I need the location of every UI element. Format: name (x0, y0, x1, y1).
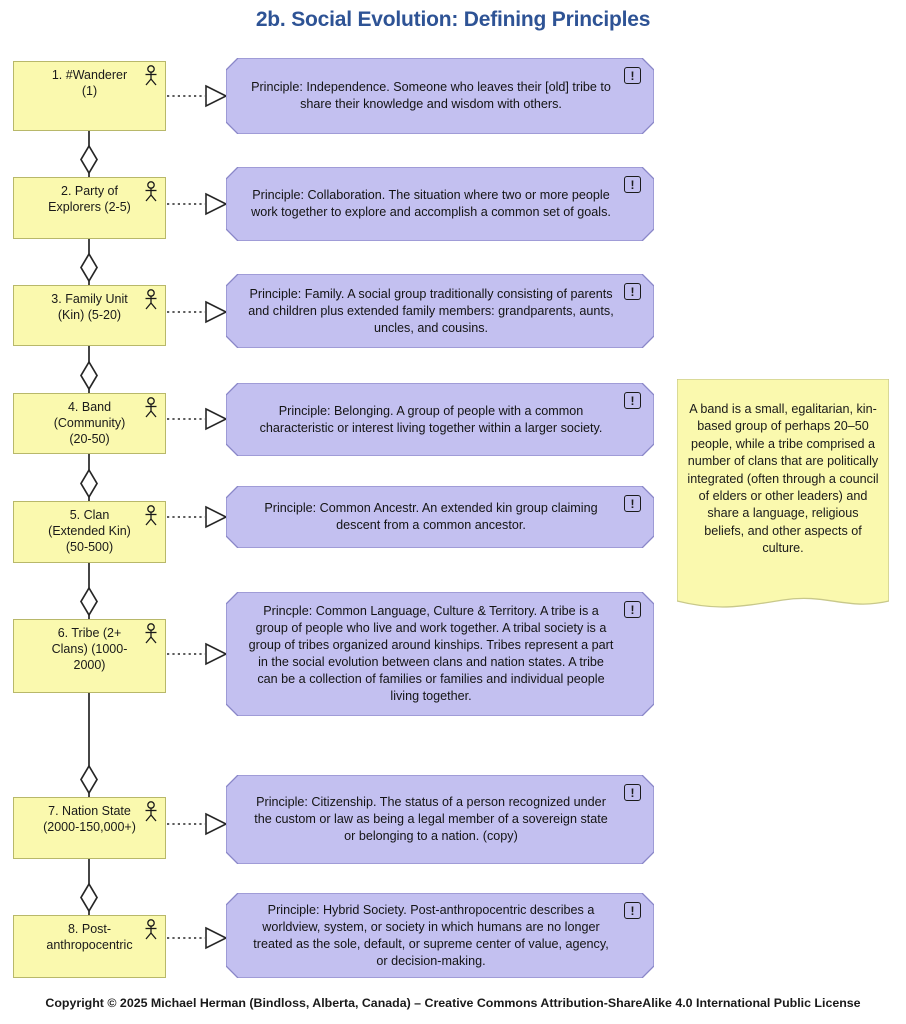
exclamation-note-icon[interactable]: ! (624, 283, 641, 300)
stick-figure-actor-icon (145, 623, 157, 644)
principle-shape-1 (226, 58, 654, 134)
actor-box-7[interactable]: 7. Nation State (2000-150,000+) (13, 797, 166, 859)
actor-box-8[interactable]: 8. Post- anthropocentric (13, 915, 166, 978)
principle-shape-5 (226, 486, 654, 548)
copyright-footer: Copyright © 2025 Michael Herman (Bindlos… (45, 996, 861, 1010)
stick-figure-actor-icon (145, 919, 157, 940)
exclamation-note-icon[interactable]: ! (624, 67, 641, 84)
actor-box-4-label: 4. Band (Community) (20-50) (53, 400, 126, 446)
exclamation-note-icon[interactable]: ! (624, 902, 641, 919)
exclamation-note-icon[interactable]: ! (624, 784, 641, 801)
principle-shape-7 (226, 775, 654, 864)
actor-box-3[interactable]: 3. Family Unit (Kin) (5-20) (13, 285, 166, 346)
stick-figure-actor-icon (145, 397, 157, 418)
principle-shape-4 (226, 383, 654, 456)
principle-box-1-text: Principle: Independence. Someone who lea… (251, 80, 611, 111)
side-note-text: A band is a small, egalitarian, kin-base… (687, 402, 879, 556)
actor-box-3-label: 3. Family Unit (Kin) (5-20) (51, 292, 128, 322)
actor-box-1-label: 1. #Wanderer (1) (51, 68, 128, 98)
principle-box-8-text: Principle: Hybrid Society. Post-anthropo… (253, 902, 609, 968)
principle-box-8[interactable]: Principle: Hybrid Society. Post-anthropo… (226, 893, 654, 978)
actor-box-6-label: 6. Tribe (2+ Clans) (1000- 2000) (51, 626, 128, 672)
exclamation-note-icon[interactable]: ! (624, 392, 641, 409)
principle-box-5[interactable]: Principle: Common Ancestr. An extended k… (226, 486, 654, 548)
stick-figure-actor-icon (145, 289, 157, 310)
actor-box-5-label: 5. Clan (Extended Kin) (50-500) (48, 508, 131, 554)
principle-shape-6 (226, 592, 654, 716)
principle-box-6[interactable]: Princple: Common Language, Culture & Ter… (226, 592, 654, 716)
principle-box-2-text: Principle: Collaboration. The situation … (251, 188, 611, 219)
stick-figure-actor-icon (145, 801, 157, 822)
actor-box-4[interactable]: 4. Band (Community) (20-50) (13, 393, 166, 454)
principle-box-3[interactable]: Principle: Family. A social group tradit… (226, 274, 654, 348)
side-note-shape (677, 379, 889, 608)
page-title: 2b. Social Evolution: Defining Principle… (255, 8, 651, 31)
principle-box-4-text: Principle: Belonging. A group of people … (259, 403, 603, 435)
principle-box-7[interactable]: Principle: Citizenship. The status of a … (226, 775, 654, 864)
principle-box-6-text: Princple: Common Language, Culture & Ter… (248, 604, 614, 703)
actor-box-6[interactable]: 6. Tribe (2+ Clans) (1000- 2000) (13, 619, 166, 693)
principle-shape-8 (226, 893, 654, 978)
principle-box-4[interactable]: Principle: Belonging. A group of people … (226, 383, 654, 456)
actor-box-7-label: 7. Nation State (2000-150,000+) (43, 804, 136, 834)
principle-box-5-text: Principle: Common Ancestr. An extended k… (264, 501, 598, 532)
principle-box-7-text: Principle: Citizenship. The status of a … (254, 795, 608, 843)
actor-box-8-label: 8. Post- anthropocentric (46, 922, 133, 952)
stick-figure-actor-icon (145, 505, 157, 526)
stick-figure-actor-icon (145, 181, 157, 202)
principle-box-3-text: Principle: Family. A social group tradit… (248, 286, 614, 335)
principle-box-2[interactable]: Principle: Collaboration. The situation … (226, 167, 654, 241)
side-note[interactable]: A band is a small, egalitarian, kin-base… (677, 379, 889, 610)
actor-box-2-label: 2. Party of Explorers (2-5) (48, 184, 131, 214)
principle-shape-3 (226, 274, 654, 348)
exclamation-note-icon[interactable]: ! (624, 601, 641, 618)
actor-box-5[interactable]: 5. Clan (Extended Kin) (50-500) (13, 501, 166, 563)
actor-box-1[interactable]: 1. #Wanderer (1) (13, 61, 166, 131)
exclamation-note-icon[interactable]: ! (624, 495, 641, 512)
principle-box-1[interactable]: Principle: Independence. Someone who lea… (226, 58, 654, 134)
stick-figure-actor-icon (145, 65, 157, 86)
principle-shape-2 (226, 167, 654, 241)
actor-box-2[interactable]: 2. Party of Explorers (2-5) (13, 177, 166, 239)
exclamation-note-icon[interactable]: ! (624, 176, 641, 193)
